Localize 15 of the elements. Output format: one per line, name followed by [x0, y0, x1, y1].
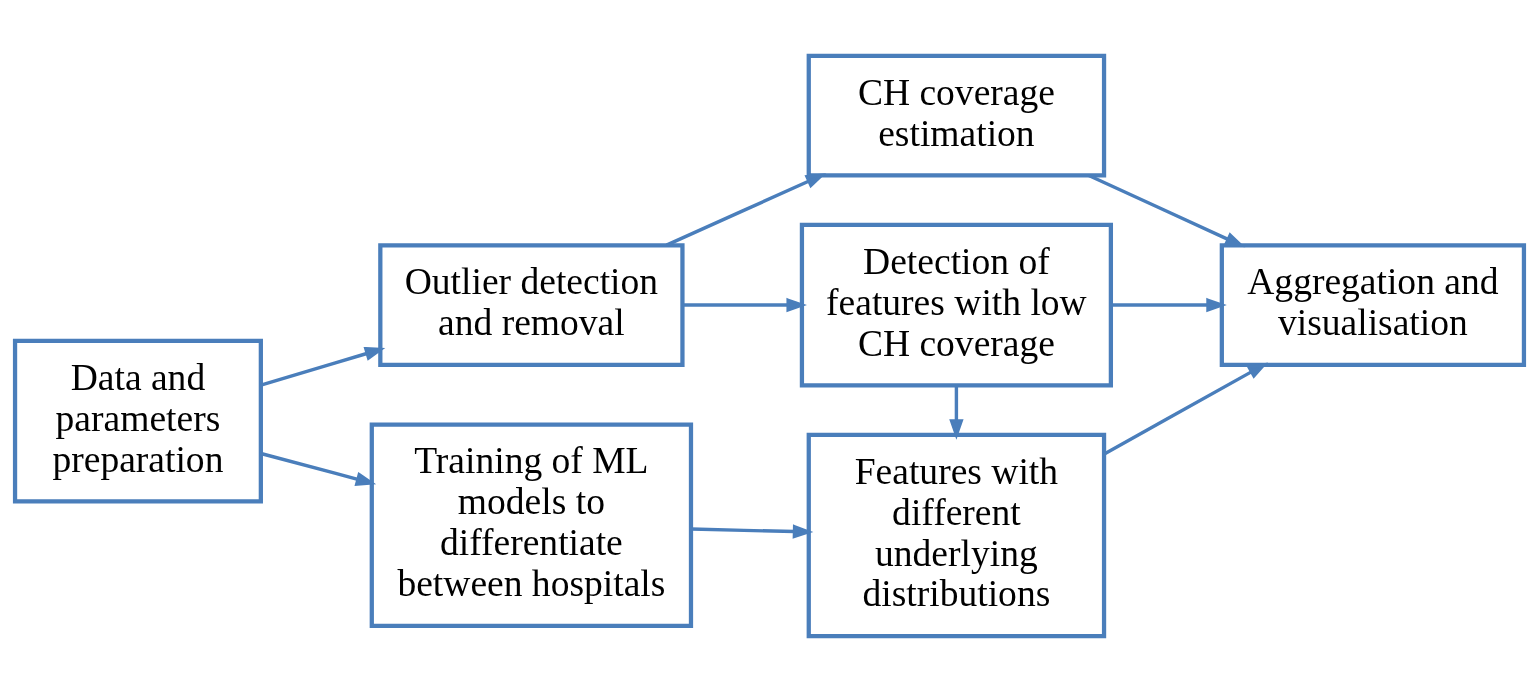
arrow: [260, 451, 377, 486]
node-box: Outlier detection and removal: [378, 243, 685, 367]
arrow: [1103, 362, 1269, 456]
node-box: CH coverage estimation: [806, 53, 1107, 178]
arrow: [682, 297, 807, 313]
node-box: Aggregation and visualisation: [1219, 243, 1527, 367]
node-box: Data and parameters preparation: [12, 338, 263, 504]
arrow: [949, 385, 964, 440]
node-box: Detection of features with low CH coverage: [799, 222, 1113, 388]
node-box: Training of ML models to differentiate between hospitals: [369, 422, 694, 629]
arrow: [691, 524, 814, 539]
arrow: [260, 347, 386, 387]
node-box: Features with different underlying distributions: [806, 432, 1107, 639]
arrow: [1111, 297, 1227, 313]
arrow: [665, 173, 827, 247]
